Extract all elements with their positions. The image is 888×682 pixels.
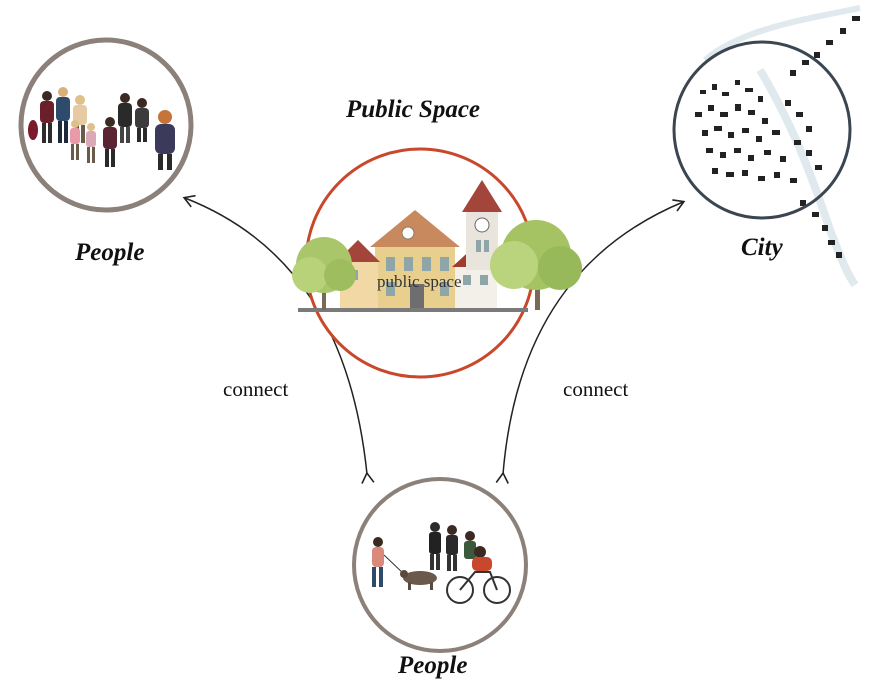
people-bottom-title: People (398, 652, 468, 679)
people-activity-node (352, 477, 528, 653)
people-left-title: People (75, 239, 145, 266)
city-node-ring (672, 40, 852, 220)
crowd-illustration (28, 87, 175, 170)
connect-label-right: connect (563, 377, 629, 401)
city-map-illustration (695, 5, 861, 288)
city-map-node (672, 5, 861, 288)
public-space-inner-label: public space (377, 272, 462, 291)
trees-illustration (292, 220, 582, 310)
people-crowd-node (18, 37, 194, 213)
public-space-title: Public Space (346, 96, 481, 123)
activity-illustration (372, 522, 511, 604)
ground-line (298, 308, 528, 312)
connect-label-left: connect (223, 377, 289, 401)
city-title: City (741, 234, 783, 261)
public-space-node (292, 147, 582, 379)
arrow-right-to-city (495, 199, 686, 484)
